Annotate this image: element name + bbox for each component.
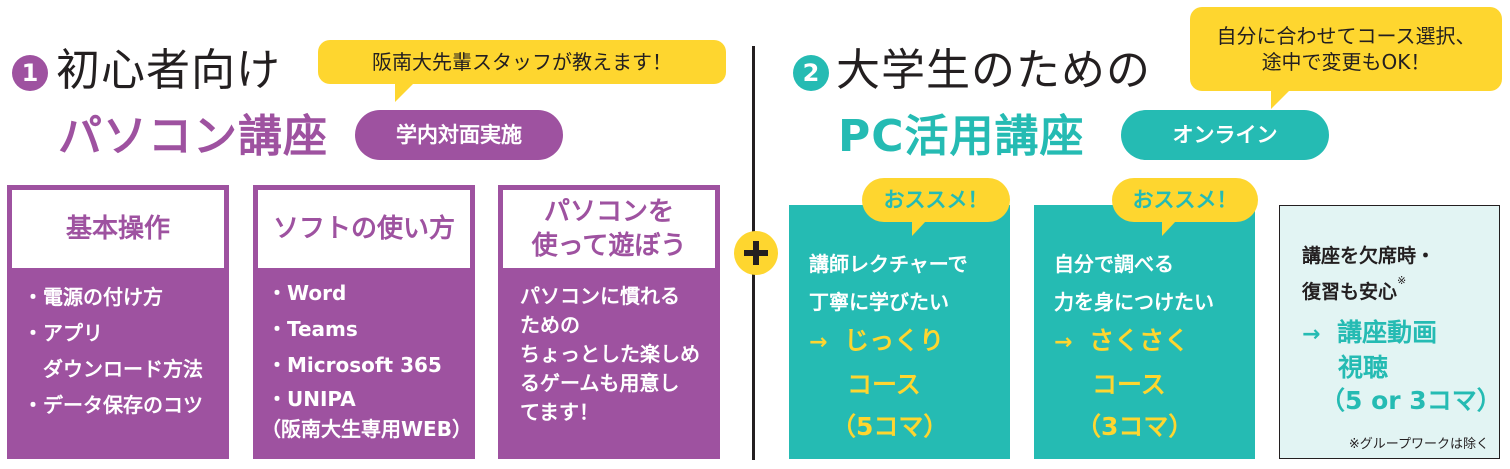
recommended-badge: おススメ！ <box>862 178 1010 236</box>
section-2-title: PC活用講座 <box>838 111 1085 162</box>
course-name-line: じっくり <box>844 326 945 355</box>
card-header: ソフトの使い方 <box>258 190 470 268</box>
speech-bubble-line: 途中で変更もOK！ <box>1261 50 1431 74</box>
format-pill-in-person: 学内対面実施 <box>355 110 563 160</box>
recommended-badge-text: おススメ！ <box>1132 188 1238 212</box>
speech-bubble-tail <box>395 84 413 102</box>
course-name: → じっくり コース （5コマ） <box>809 320 1002 448</box>
course-name-line: さくさく <box>1089 326 1190 355</box>
section-1-title: パソコン講座 <box>58 111 328 162</box>
course-name-line: コース <box>847 370 921 399</box>
list-item: ・Teams <box>267 317 358 341</box>
body-line: てます！ <box>520 400 599 424</box>
description-text: 復習も安心 <box>1302 281 1398 303</box>
card-body: パソコンに慣れる ための ちょっとした楽しめ るゲームも用意し てます！ <box>520 282 712 427</box>
body-line: ちょっとした楽しめ <box>520 342 700 366</box>
description-line: 力を身につけたい <box>1054 290 1214 314</box>
section-1-speech-bubble: 阪南大先輩スタッフが教えます！ <box>318 40 726 102</box>
recommended-badge: おススメ！ <box>1112 178 1258 236</box>
body-line: るゲームも用意し <box>520 371 680 395</box>
plus-icon <box>734 231 778 275</box>
badge-tail <box>1162 221 1176 236</box>
description-line: 講座を欠席時・ <box>1302 245 1436 267</box>
section-2-speech-bubble: 自分に合わせてコース選択、 途中で変更もOK！ <box>1190 7 1502 109</box>
format-pill-online: オンライン <box>1121 110 1329 160</box>
course-name-line: コース <box>1092 370 1166 399</box>
course-card-sakusaku: おススメ！ 自分で調べる 力を身につけたい → さくさく コース （3コマ） <box>1034 178 1258 459</box>
description-line: 講師レクチャーで <box>809 252 968 276</box>
body-line: パソコンに慣れる <box>520 284 680 308</box>
list-item: ・アプリ <box>23 321 103 345</box>
card-header-line: パソコンを <box>543 197 674 227</box>
speech-bubble-text: 阪南大先輩スタッフが教えます！ <box>372 50 672 74</box>
description-line: 自分で調べる <box>1054 252 1174 276</box>
speech-bubble-tail <box>1271 91 1289 109</box>
badge-tail <box>912 221 926 236</box>
course-description: 講師レクチャーで 丁寧に学びたい <box>809 245 1002 321</box>
course-description: 自分で調べる 力を身につけたい <box>1054 245 1247 321</box>
list-item: ・データ保存のコツ <box>23 393 203 417</box>
course-card-play: パソコンを 使って遊ぼう パソコンに慣れる ための ちょっとした楽しめ るゲーム… <box>498 185 720 459</box>
card-body: ・電源の付け方 ・アプリ ダウンロード方法 ・データ保存のコツ <box>23 279 221 423</box>
course-card-jikkuri: おススメ！ 講師レクチャーで 丁寧に学びたい → じっくり コース （5コマ） <box>789 178 1010 459</box>
description-line: 復習も安心※ <box>1302 274 1435 310</box>
body-line: ための <box>520 313 580 337</box>
course-sessions: （5コマ） <box>831 412 949 441</box>
recommended-badge-text: おススメ！ <box>883 188 989 212</box>
card-header: パソコンを 使って遊ぼう <box>503 190 715 268</box>
number-badge-1: 1 <box>12 55 48 91</box>
course-sessions: （3コマ） <box>1076 412 1194 441</box>
arrow-right-icon: → <box>1302 322 1321 347</box>
card-body: ・Word ・Teams ・Microsoft 365 ・UNIPA （阪南大生… <box>261 275 472 443</box>
arrow-right-icon: → <box>809 330 828 355</box>
arrow-right-icon: → <box>1054 330 1073 355</box>
video-viewing-card: 講座を欠席時・ 復習も安心※ → 講座動画 視聴 （5 or 3コマ） ※グルー… <box>1279 205 1502 459</box>
card-header: 基本操作 <box>12 190 224 268</box>
course-name-line: 講座動画 <box>1337 318 1438 347</box>
section-1-subtitle: 初心者向け <box>56 45 281 96</box>
card-header-text: ソフトの使い方 <box>272 214 455 244</box>
list-item: ダウンロード方法 <box>23 357 203 381</box>
card-header-line: 使って遊ぼう <box>531 231 687 261</box>
course-name-line: 視聴 <box>1338 353 1389 382</box>
course-card-software: ソフトの使い方 ・Word ・Teams ・Microsoft 365 ・UNI… <box>253 185 475 459</box>
section-2-subtitle: 大学生のための <box>836 45 1151 96</box>
number-badge-2: 2 <box>793 55 829 91</box>
speech-bubble-line: 自分に合わせてコース選択、 <box>1216 24 1476 48</box>
list-item: ・電源の付け方 <box>23 285 163 309</box>
footnote: ※グループワークは除く <box>1348 437 1489 452</box>
video-course-name: → 講座動画 視聴 （5 or 3コマ） <box>1302 316 1502 417</box>
course-name: → さくさく コース （3コマ） <box>1054 320 1247 448</box>
list-item: ・Microsoft 365 <box>267 353 442 377</box>
footnote-mark: ※ <box>1397 274 1407 287</box>
course-sessions: （5 or 3コマ） <box>1320 386 1502 415</box>
list-item: ・Word <box>267 281 347 305</box>
card-header-text: 基本操作 <box>65 214 170 244</box>
course-card-basic-operations: 基本操作 ・電源の付け方 ・アプリ ダウンロード方法 ・データ保存のコツ <box>7 185 229 459</box>
video-card-description: 講座を欠席時・ 復習も安心※ <box>1302 238 1435 310</box>
description-line: 丁寧に学びたい <box>809 290 949 314</box>
list-item: （阪南大生専用WEB） <box>261 417 472 441</box>
list-item: ・UNIPA <box>267 387 356 411</box>
